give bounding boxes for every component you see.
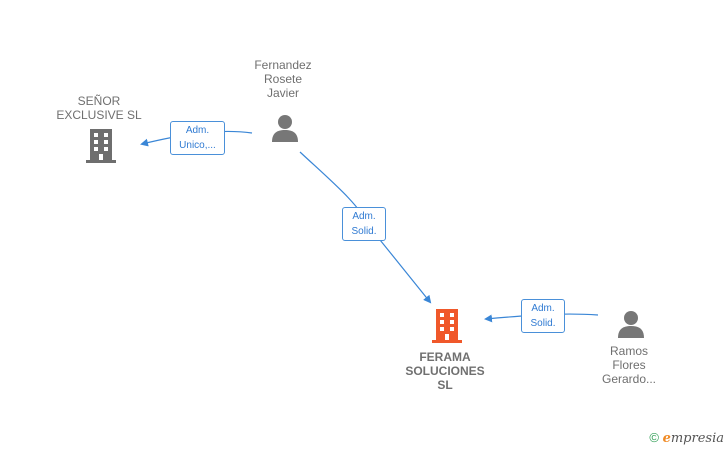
edge-label-line: Adm. <box>531 303 555 314</box>
node-label-line: EXCLUSIVE SL <box>56 108 142 122</box>
person-icon[interactable] <box>616 309 646 339</box>
edge-label-line: Solid. <box>530 318 556 329</box>
node-label-line: Javier <box>266 86 299 100</box>
edge-label-adm-solid-ramos[interactable]: Adm. Solid. <box>521 299 565 333</box>
person-icon[interactable] <box>270 113 300 143</box>
brand-rest: mpresia <box>670 431 724 446</box>
edge-label-line: Unico,... <box>179 140 216 151</box>
node-label-line: SEÑOR <box>77 94 121 108</box>
building-icon[interactable] <box>85 128 117 164</box>
node-label-line: Ramos <box>609 344 648 358</box>
edge-label-adm-solid-fernandez[interactable]: Adm. Solid. <box>342 207 386 241</box>
node-label-line: SL <box>437 378 453 392</box>
node-label-line: FERAMA <box>419 350 471 364</box>
edge-label-line: Adm. <box>185 125 210 136</box>
main-building-icon[interactable] <box>431 308 463 344</box>
empresia-logo: empresia <box>663 431 724 446</box>
edge-label-line: Solid. <box>351 226 377 237</box>
brand-initial: e <box>662 431 671 446</box>
node-label-ramos[interactable]: Ramos Flores Gerardo... <box>590 344 668 386</box>
edge-label-adm-unico[interactable]: Adm. Unico,... <box>170 121 225 155</box>
node-label-line: Fernandez <box>254 58 312 72</box>
node-label-ferama[interactable]: FERAMA SOLUCIONES SL <box>395 350 495 392</box>
node-label-line: Gerardo... <box>601 372 657 386</box>
node-label-line: Flores <box>612 358 646 372</box>
node-label-line: Rosete <box>263 72 303 86</box>
node-label-senor-exclusive[interactable]: SEÑOR EXCLUSIVE SL <box>52 94 146 122</box>
copyright-icon: © <box>649 430 659 445</box>
node-label-fernandez[interactable]: Fernandez Rosete Javier <box>243 58 323 100</box>
edge-label-line: Adm. <box>352 211 376 222</box>
copyright-brand: © empresia <box>649 430 724 446</box>
node-label-line: SOLUCIONES <box>405 364 485 378</box>
